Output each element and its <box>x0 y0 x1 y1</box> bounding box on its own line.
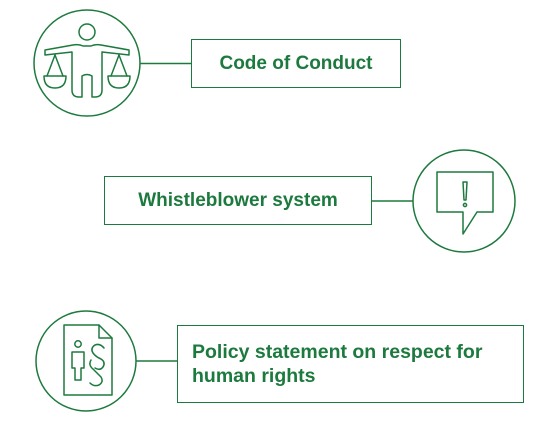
scales-person-icon <box>33 9 141 117</box>
document-person-paragraph-icon <box>35 310 137 412</box>
code-of-conduct-label: Code of Conduct <box>191 39 401 88</box>
exclamation-speech-bubble-icon <box>412 149 516 253</box>
policy-statement-label: Policy statement on respect for human ri… <box>177 325 524 403</box>
whistleblower-system-label: Whistleblower system <box>104 176 372 225</box>
